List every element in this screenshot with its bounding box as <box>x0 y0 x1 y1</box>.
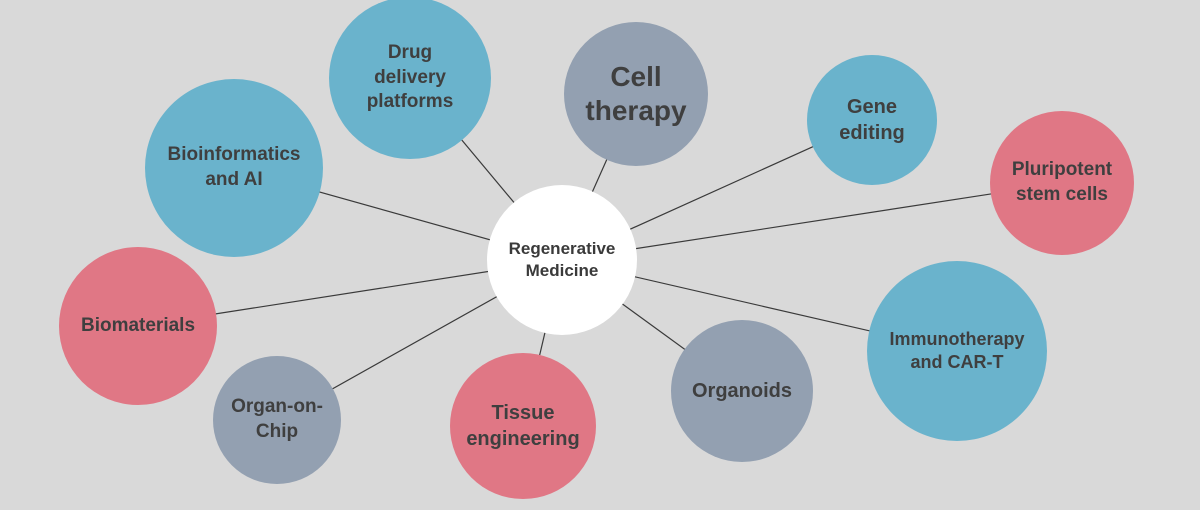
node-label-gene-editing: Gene editing <box>839 96 905 144</box>
node-gene-editing: Gene editing <box>807 55 937 185</box>
node-biomaterials: Biomaterials <box>59 247 217 405</box>
node-label-biomaterials: Biomaterials <box>80 314 196 336</box>
connector-pluripotent <box>561 182 1063 261</box>
node-organoids: Organoids <box>671 320 813 462</box>
hub-node: Regenerative Medicine <box>487 185 637 335</box>
node-pluripotent: Pluripotent stem cells <box>990 111 1134 255</box>
node-label-bioinformatics: Bioinformatics and AI <box>167 144 301 190</box>
node-label-tissue-engineering: Tissue engineering <box>466 402 580 450</box>
node-label-organoids: Organoids <box>691 380 792 402</box>
node-label-organ-on-chip: Organ-on- Chip <box>231 396 323 442</box>
node-label-cell-therapy: Cell therapy <box>585 61 687 126</box>
node-drug-delivery: Drug delivery platforms <box>329 0 491 159</box>
hub-label: Regenerative Medicine <box>508 238 616 280</box>
node-label-immunotherapy: Immunotherapy and CAR-T <box>889 328 1025 372</box>
node-tissue-engineering: Tissue engineering <box>450 353 596 499</box>
node-cell-therapy: Cell therapy <box>564 22 708 166</box>
node-label-drug-delivery: Drug delivery platforms <box>366 41 454 113</box>
node-organ-on-chip: Organ-on- Chip <box>213 356 341 484</box>
node-label-pluripotent: Pluripotent stem cells <box>1011 159 1113 205</box>
node-immunotherapy: Immunotherapy and CAR-T <box>867 261 1047 441</box>
node-bioinformatics: Bioinformatics and AI <box>145 79 323 257</box>
